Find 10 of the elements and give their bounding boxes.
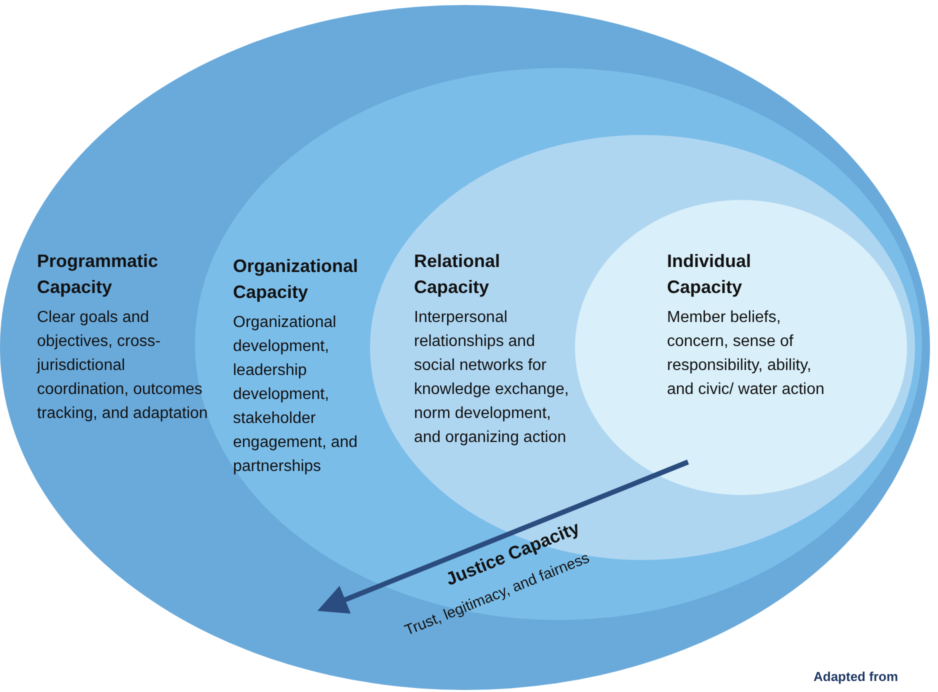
capacity-heading: Organizational Capacity xyxy=(233,255,360,304)
capacity-heading: Relational Capacity xyxy=(414,250,502,299)
capacity-description: Organizational development, leadership development, stakeholder engagement, and partnerships xyxy=(233,313,359,477)
arrow xyxy=(317,460,689,614)
capacity-description: Member beliefs, concern, sense of responsibility, ability, and civic/ water action xyxy=(667,308,826,400)
source-note: Adapted from xyxy=(814,668,898,686)
capacity-heading: Individual Capacity xyxy=(667,250,752,299)
capacity-heading: Programmatic Capacity xyxy=(37,250,160,299)
capacity-description: Clear goals and objectives, cross-jurisdictional coordination, outcomes tracking, and adaptation xyxy=(37,308,209,424)
capacity-description: Interpersonal relationships and social networks for knowledge exchange, norm development, and organizing action xyxy=(414,308,570,448)
